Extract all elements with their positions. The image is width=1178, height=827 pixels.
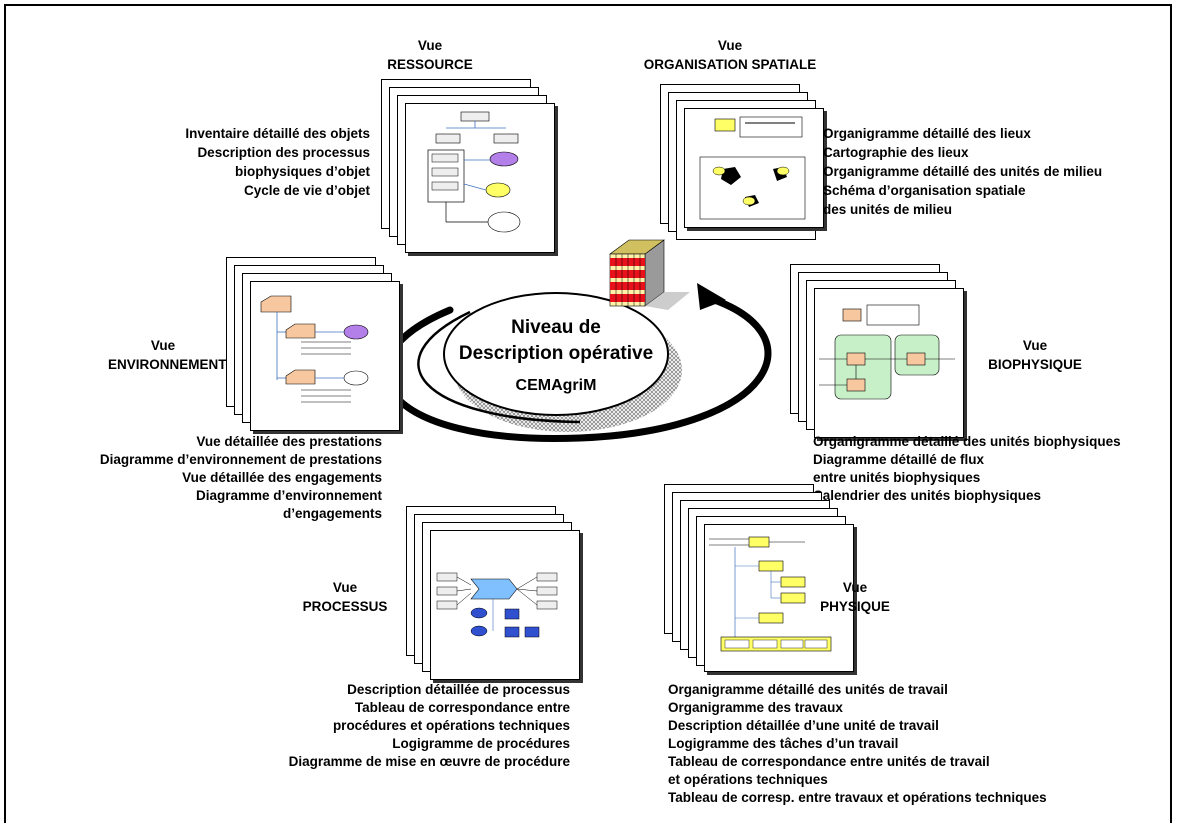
center-title-line1: Niveau de <box>511 317 601 338</box>
processus-item-2: procédures et opérations techniques <box>332 718 570 733</box>
environnement-item-3: Diagramme d’environnement <box>195 488 382 503</box>
cemagrim-cube-icon <box>609 239 690 310</box>
diagram-frame <box>4 4 1172 823</box>
biophysique-item-0: Organigramme détaillé des unités biophys… <box>813 434 1121 449</box>
view-physique-title2: PHYSIQUE <box>820 599 890 614</box>
biophysique-item-3: Calendrier des unités biophysiques <box>813 488 1042 503</box>
view-environnement-title1: Vue <box>150 338 176 353</box>
physique-item-4: Tableau de correspondance entre unités d… <box>668 754 990 769</box>
physique-thumbnail <box>704 524 854 672</box>
physique-item-3: Logigramme des tâches d’un travail <box>668 736 899 751</box>
ressource-item-1: Description des processus <box>197 145 370 160</box>
organisation-item-4: des unités de milieu <box>823 202 953 217</box>
view-physique-title1: Vue <box>842 580 868 595</box>
view-organisation-title2: ORGANISATION SPATIALE <box>643 57 817 72</box>
processus-thumbnail <box>430 530 580 680</box>
processus-item-1: Tableau de correspondance entre <box>354 700 570 715</box>
processus-item-0: Description détaillée de processus <box>347 682 570 697</box>
view-processus-title2: PROCESSUS <box>302 599 388 614</box>
physique-item-1: Organigramme des travaux <box>668 700 843 715</box>
physique-item-5: et opérations techniques <box>668 772 828 787</box>
view-environnement-title2: ENVIRONNEMENT <box>108 357 227 372</box>
ressource-item-0: Inventaire détaillé des objets <box>185 126 370 141</box>
view-ressource-title2: RESSOURCE <box>387 57 473 72</box>
processus-item-3: Logigramme de procédures <box>392 736 570 751</box>
view-biophysique-title1: Vue <box>1022 338 1048 353</box>
physique-item-0: Organigramme détaillé des unités de trav… <box>668 682 948 697</box>
view-ressource-title1: Vue <box>417 38 443 53</box>
environnement-thumbnail <box>250 281 400 431</box>
view-organisation-title1: Vue <box>717 38 743 53</box>
environnement-item-0: Vue détaillée des prestations <box>196 434 382 449</box>
ressource-thumbnail <box>405 103 555 253</box>
biophysique-item-2: entre unités biophysiques <box>813 470 981 485</box>
organisation-item-2: Organigramme détaillé des unités de mili… <box>823 164 1103 179</box>
physique-item-2: Description détaillée d’une unité de tra… <box>668 718 939 733</box>
center-title-line2: Description opérative <box>458 343 654 364</box>
view-biophysique-title2: BIOPHYSIQUE <box>988 357 1082 372</box>
environnement-item-4: d’engagements <box>282 506 382 521</box>
view-processus-title1: Vue <box>332 580 358 595</box>
ressource-item-3: Cycle de vie d’objet <box>243 183 370 198</box>
center-ellipse <box>443 292 669 416</box>
organisation-item-0: Organigramme détaillé des lieux <box>823 126 1031 141</box>
processus-item-4: Diagramme de mise en œuvre de procédure <box>288 754 570 769</box>
organisation-item-1: Cartographie des lieux <box>823 145 969 160</box>
biophysique-item-1: Diagramme détaillé de flux <box>813 452 985 467</box>
organisation-item-3: Schéma d’organisation spatiale <box>823 183 1026 198</box>
environnement-item-2: Vue détaillée des engagements <box>182 470 382 485</box>
ressource-item-2: biophysiques d’objet <box>234 164 370 179</box>
center-title-line3: CEMAgriM <box>515 377 597 394</box>
biophysique-thumbnail <box>814 288 964 438</box>
cycle-arrowhead <box>697 283 726 310</box>
organisation-thumbnail <box>684 108 824 228</box>
environnement-item-1: Diagramme d’environnement de prestations <box>99 452 382 467</box>
cycle-swoosh-inner <box>417 310 581 424</box>
physique-item-6: Tableau de corresp. entre travaux et opé… <box>668 790 1047 805</box>
